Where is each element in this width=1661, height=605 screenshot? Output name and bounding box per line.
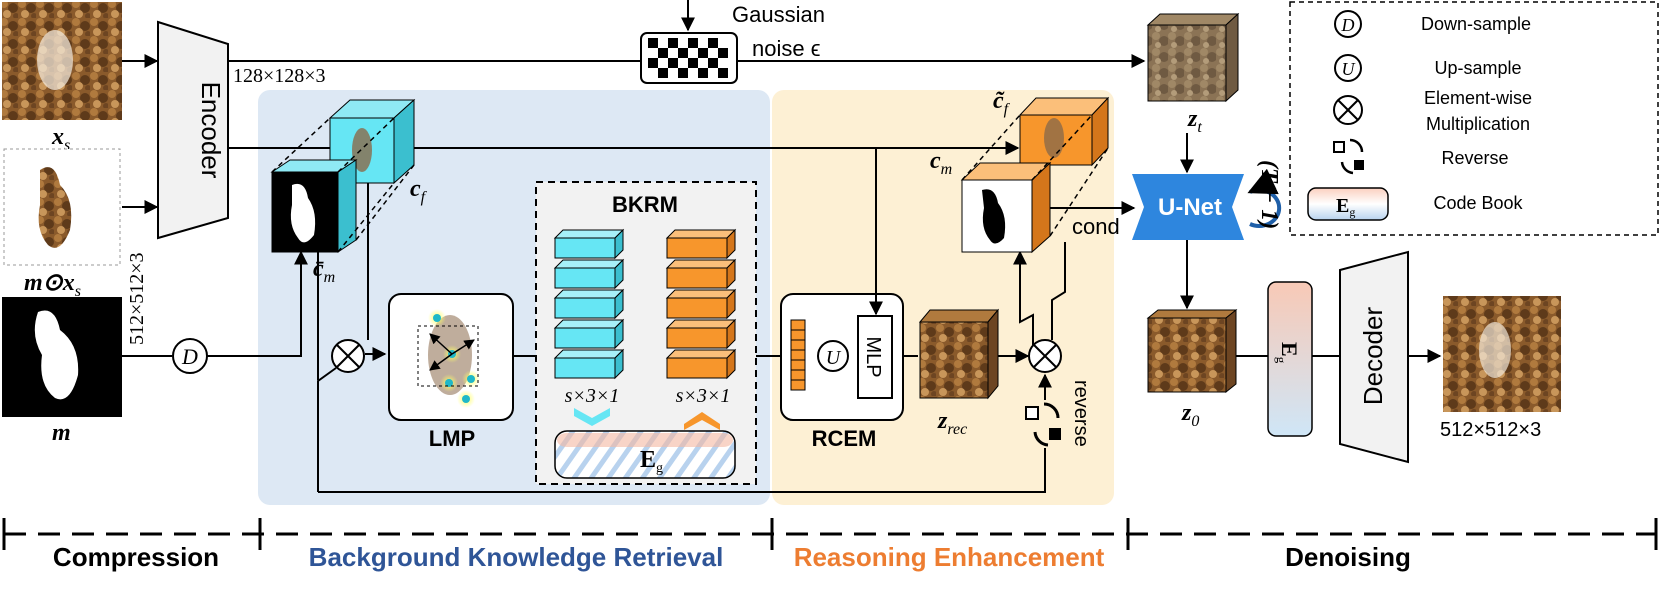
- rcem-column: [790, 319, 806, 391]
- output-image: [1443, 296, 1561, 412]
- cond-label: cond: [1072, 214, 1120, 239]
- lmp-visual: [417, 309, 480, 408]
- upsample-icon: U: [817, 340, 849, 372]
- label-z0: z0: [1181, 400, 1199, 430]
- bkrm-label: BKRM: [612, 192, 678, 217]
- legend-upsample: U Up-sample: [1334, 54, 1522, 82]
- label-zt: zt: [1187, 106, 1202, 136]
- legend-downsample: D Down-sample: [1334, 10, 1531, 38]
- lmp-label: LMP: [429, 426, 475, 451]
- unet-label: U-Net: [1158, 194, 1222, 221]
- rcem-label: RCEM: [812, 426, 877, 451]
- label-cm: cm: [930, 148, 952, 178]
- legend-multiply: Element-wise Multiplication: [1333, 88, 1532, 134]
- bkrm-cyan-blocks: [553, 228, 625, 380]
- decoder-label: Decoder: [1358, 307, 1388, 406]
- bkrm-orange-blocks: [665, 228, 737, 380]
- multiply-icon-right: [1028, 339, 1062, 373]
- codebook-bar: [554, 430, 736, 479]
- up-chevron-icon: [684, 412, 720, 430]
- svg-text:Element-wise: Element-wise: [1424, 88, 1532, 108]
- down-chevron-icon: [574, 408, 610, 426]
- cube-zt: [1146, 12, 1240, 103]
- svg-text:Up-sample: Up-sample: [1434, 58, 1521, 78]
- decoder-block: Decoder: [1339, 250, 1409, 464]
- gaussian-noise-block: [640, 32, 738, 84]
- cube-cf: [328, 98, 416, 185]
- reverse-label: reverse: [1070, 380, 1092, 447]
- label-cf-tilde: c̃f: [993, 88, 1011, 118]
- downsample-icon: D: [172, 338, 208, 374]
- label-xs: xs: [51, 124, 70, 154]
- gaussian-label-2: noise ϵ: [752, 36, 820, 61]
- cube-zrec: [918, 308, 1000, 400]
- label-zrec: zrec: [937, 408, 967, 438]
- input-mask-m: [2, 297, 122, 417]
- input-image-masked: [3, 148, 121, 266]
- cube-z0: [1146, 308, 1238, 394]
- mlp-box: [857, 315, 893, 399]
- cube-cf-tilde: [1018, 96, 1110, 167]
- svg-text:U: U: [826, 347, 842, 369]
- stage-denoising: Denoising: [1285, 542, 1411, 572]
- unet-block: U-Net: [1132, 174, 1244, 240]
- svg-text:Code Book: Code Book: [1433, 193, 1523, 213]
- t-minus-1-label: (T − 1): [1256, 160, 1282, 229]
- dim-512-out: 512×512×3: [1440, 419, 1541, 441]
- svg-text:U: U: [1342, 59, 1356, 79]
- label-cf: cf: [410, 176, 428, 206]
- label-m: m: [52, 420, 71, 446]
- svg-text:Reverse: Reverse: [1441, 148, 1508, 168]
- loop-arrow-icon: [1247, 168, 1282, 228]
- cube-cm: [960, 161, 1052, 254]
- svg-text:Multiplication: Multiplication: [1426, 114, 1530, 134]
- dim-512-side: 512×512×3: [126, 252, 148, 345]
- s31-right: s×3×1: [676, 385, 731, 407]
- s31-left: s×3×1: [565, 385, 620, 407]
- codebook-vertical: [1267, 281, 1313, 437]
- reverse-icon: [1025, 402, 1061, 447]
- svg-text:D: D: [1341, 15, 1355, 35]
- multiply-icon-left: [331, 339, 365, 373]
- legend-codebook: Eg Code Book: [1307, 187, 1524, 221]
- cube-cm-bar: [270, 159, 358, 253]
- mlp-label: MLP: [862, 336, 884, 377]
- legend-reverse: Reverse: [1333, 138, 1509, 175]
- dim-128: 128×128×3: [233, 65, 326, 87]
- codebook-bar-label: Eg: [640, 447, 663, 476]
- input-image-xs: [2, 2, 122, 120]
- encoder-block: Encoder: [157, 20, 229, 240]
- label-m-odot-xs: m⊙xs: [24, 270, 81, 300]
- svg-text:D: D: [181, 344, 198, 369]
- encoder-label: Encoder: [196, 82, 226, 179]
- stage-divider: [2, 518, 1658, 550]
- svg-text:Down-sample: Down-sample: [1421, 14, 1531, 34]
- codebook-vertical-label: Eg: [1274, 342, 1302, 364]
- stage-background-knowledge: Background Knowledge Retrieval: [309, 542, 724, 572]
- gaussian-label-1: Gaussian: [732, 2, 825, 27]
- stage-compression: Compression: [53, 542, 219, 572]
- stage-reasoning: Reasoning Enhancement: [794, 542, 1105, 572]
